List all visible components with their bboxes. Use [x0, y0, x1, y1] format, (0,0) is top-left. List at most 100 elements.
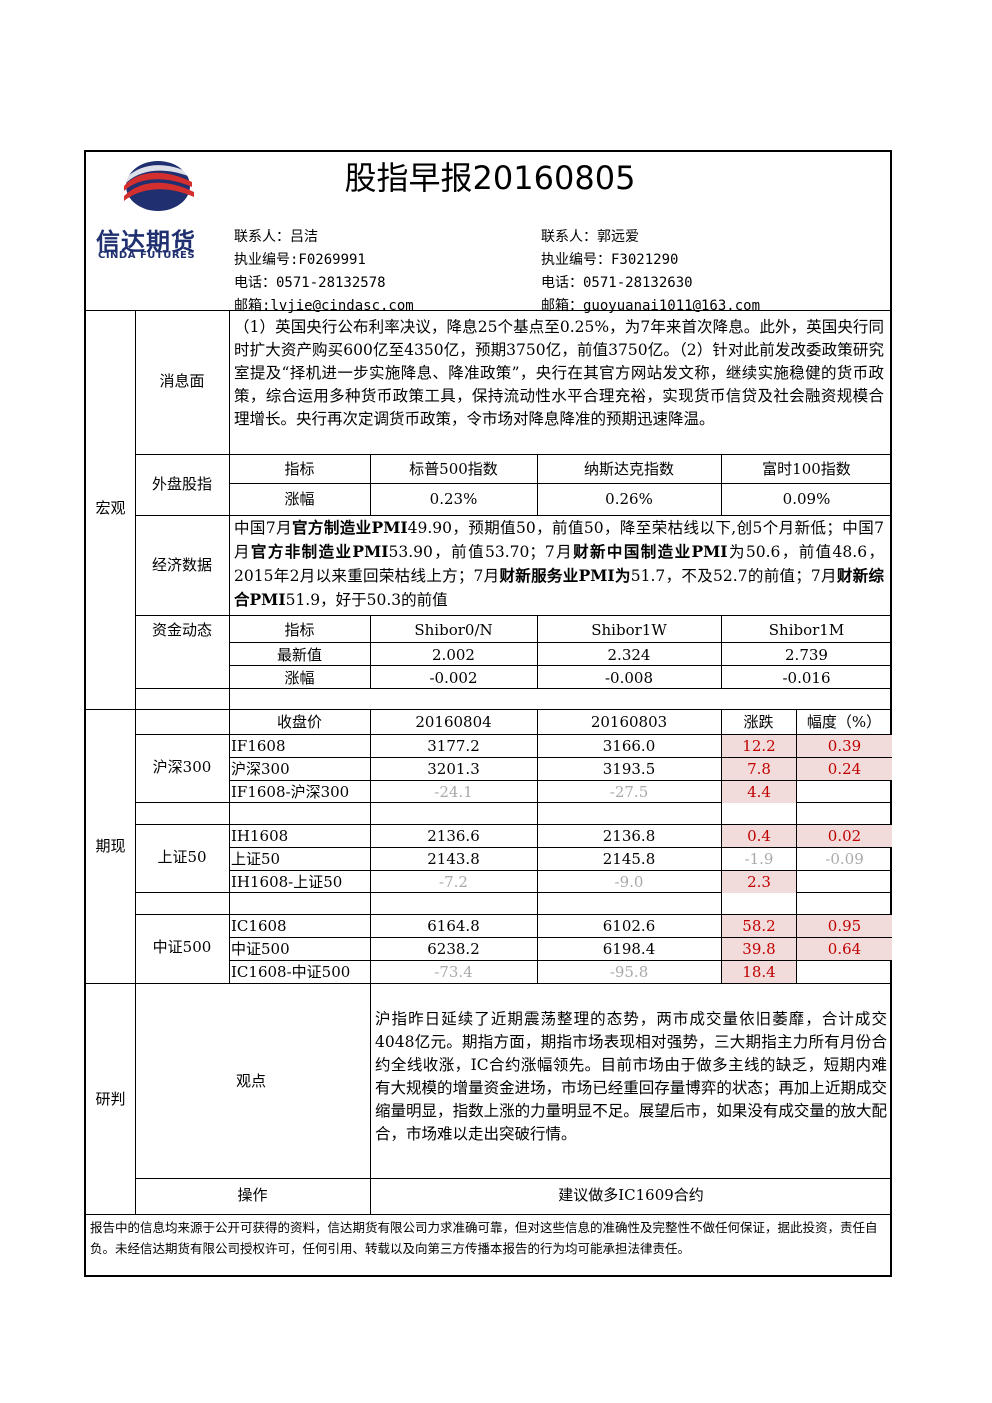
funds-row-label: 涨幅 — [284, 669, 315, 687]
contact-license: 执业编号：F3021290 — [541, 252, 679, 268]
funds-value: 2.002 — [432, 646, 475, 664]
econ-highlight: 官方制造业PMI — [292, 518, 408, 537]
econ-highlight: 财新服务业PMI为 — [499, 566, 631, 585]
futures-change-pct: 0.39 — [797, 735, 892, 757]
operation-text: 建议做多IC1609合约 — [558, 1186, 704, 1204]
futures-group-label: 沪深300 — [152, 758, 212, 776]
report-page: 信达期货 CINDA FUTURES 股指早报20160805 联系人：吕洁 执… — [84, 150, 892, 1277]
foreign-row-label: 涨幅 — [284, 490, 315, 508]
econ-fragment: 49.90，预期值50，前值50，降至荣枯线以下,创5个月新低；中国7月 — [234, 519, 884, 561]
cinda-logo-icon — [124, 161, 194, 211]
funds-value: -0.016 — [782, 669, 831, 687]
futures-header-2: 20160803 — [590, 713, 668, 731]
econ-fragment: 51.9，好于50.3的前值 — [285, 591, 448, 609]
disclaimer: 报告中的信息均来源于公开可获得的资料，信达期货有限公司力求准确可靠，但对这些信息… — [90, 1220, 878, 1256]
funds-header-2: Shibor1W — [591, 621, 667, 639]
contact-email[interactable]: 邮箱:lvjie@cindasc.com — [234, 298, 414, 314]
futures-header-1: 20160804 — [415, 713, 492, 731]
futures-close-0803: -9.0 — [614, 873, 644, 891]
foreign-header-0: 指标 — [284, 460, 315, 478]
foreign-label: 外盘股指 — [151, 475, 212, 493]
futures-change: 2.3 — [722, 871, 796, 893]
futures-row-name: IH1608 — [231, 827, 289, 845]
econ-fragment: 51.7，不及52.7的前值；7月 — [630, 567, 837, 585]
foreign-header-2: 纳斯达克指数 — [583, 460, 674, 478]
futures-row-name: IC1608-中证500 — [231, 963, 351, 981]
foreign-value-nasdaq: 0.26% — [605, 490, 653, 508]
futures-close-0803: 2136.8 — [602, 827, 656, 845]
futures-change: 7.8 — [722, 758, 796, 780]
futures-header-0: 收盘价 — [276, 713, 322, 731]
foreign-header-1: 标普500指数 — [409, 460, 498, 478]
contact-phone: 电话：0571-28132630 — [541, 275, 693, 291]
futures-header-3: 涨跌 — [743, 713, 774, 731]
funds-value: 2.739 — [785, 646, 828, 664]
futures-close-0804: -7.2 — [439, 873, 468, 891]
futures-row-name: 中证500 — [231, 940, 290, 958]
futures-change: 4.4 — [722, 781, 796, 803]
funds-label: 资金动态 — [151, 621, 212, 639]
contact-phone: 电话：0571-28132578 — [234, 275, 386, 291]
futures-change-pct: 0.02 — [797, 825, 892, 847]
contact-email[interactable]: 邮箱：guoyuanai1011@163.com — [541, 298, 761, 314]
futures-change-pct — [797, 781, 892, 803]
futures-change: 18.4 — [722, 961, 796, 983]
futures-change-pct — [797, 961, 892, 983]
futures-close-0804: 2143.8 — [427, 850, 480, 868]
news-text: （1）英国央行公布利率决议，降息25个基点至0.25%，为7年来首次降息。此外，… — [234, 318, 884, 428]
contact-name: 联系人：郭远爱 — [541, 229, 639, 245]
futures-change: 12.2 — [722, 735, 796, 757]
econ-label: 经济数据 — [151, 556, 212, 574]
futures-close-0803: -27.5 — [609, 783, 649, 801]
foreign-header-3: 富时100指数 — [762, 460, 851, 478]
operation-label: 操作 — [237, 1186, 268, 1204]
futures-close-0803: 2145.8 — [602, 850, 656, 868]
view-text: 沪指昨日延续了近期震荡整理的态势，两市成交量依旧萎靡，合计成交4048亿元。期指… — [375, 1010, 887, 1143]
funds-row-label: 最新值 — [276, 646, 322, 664]
econ-highlight: 财新综合PMI — [234, 566, 884, 609]
futures-close-0803: 3193.5 — [602, 760, 656, 778]
funds-header-3: Shibor1M — [768, 621, 845, 639]
foreign-value-sp500: 0.23% — [429, 490, 478, 508]
futures-row-name: 沪深300 — [231, 760, 290, 778]
econ-fragment: 为50.6，前值48.6，2015年2月以来重回荣枯线上方；7月 — [234, 543, 884, 585]
futures-change: -1.9 — [744, 850, 774, 868]
futures-close-0804: 3201.3 — [427, 760, 480, 778]
futures-row-name: IF1608 — [231, 737, 286, 755]
futures-close-0803: 3166.0 — [602, 737, 656, 755]
futures-close-0803: 6198.4 — [602, 940, 656, 958]
news-label: 消息面 — [159, 372, 205, 390]
funds-header-1: Shibor0/N — [414, 621, 493, 639]
econ-highlight: 官方非制造业PMI — [250, 542, 389, 561]
econ-fragment: 中国7月 — [234, 519, 292, 537]
econ-fragment: 53.90，前值53.70；7月 — [388, 543, 574, 561]
logo-en: CINDA FUTURES — [98, 250, 196, 261]
futures-change: 58.2 — [722, 915, 796, 937]
funds-value: -0.008 — [604, 669, 653, 687]
futures-close-0804: 2136.6 — [427, 827, 480, 845]
funds-value: -0.002 — [429, 669, 478, 687]
section-research: 研判 — [95, 1090, 126, 1108]
futures-close-0804: 3177.2 — [427, 737, 480, 755]
futures-group-label: 上证50 — [157, 848, 207, 866]
funds-value: 2.324 — [607, 646, 651, 664]
futures-row-name: IH1608-上证50 — [231, 873, 343, 891]
futures-group-label: 中证500 — [152, 938, 212, 956]
futures-change-pct: 0.24 — [797, 758, 892, 780]
page-title: 股指早报20160805 — [344, 159, 636, 197]
futures-close-0804: -24.1 — [434, 783, 473, 801]
econ-text: 中国7月官方制造业PMI49.90，预期值50，前值50，降至荣枯线以下,创5个… — [234, 516, 884, 612]
futures-change: 0.4 — [722, 825, 796, 847]
futures-change: 39.8 — [722, 938, 796, 960]
section-futures: 期现 — [95, 837, 126, 855]
futures-row-name: IC1608 — [231, 917, 287, 935]
futures-change-pct — [797, 871, 892, 893]
contact-license: 执业编号:F0269991 — [234, 252, 366, 268]
logo-cn: 信达期货 — [96, 228, 196, 256]
contact-name: 联系人：吕洁 — [234, 229, 318, 245]
futures-close-0804: -73.4 — [434, 963, 473, 981]
funds-header-0: 指标 — [284, 621, 315, 639]
econ-highlight: 财新中国制造业PMI — [573, 542, 728, 561]
futures-change-pct: 0.64 — [797, 938, 892, 960]
foreign-value-ftse100: 0.09% — [782, 490, 831, 508]
